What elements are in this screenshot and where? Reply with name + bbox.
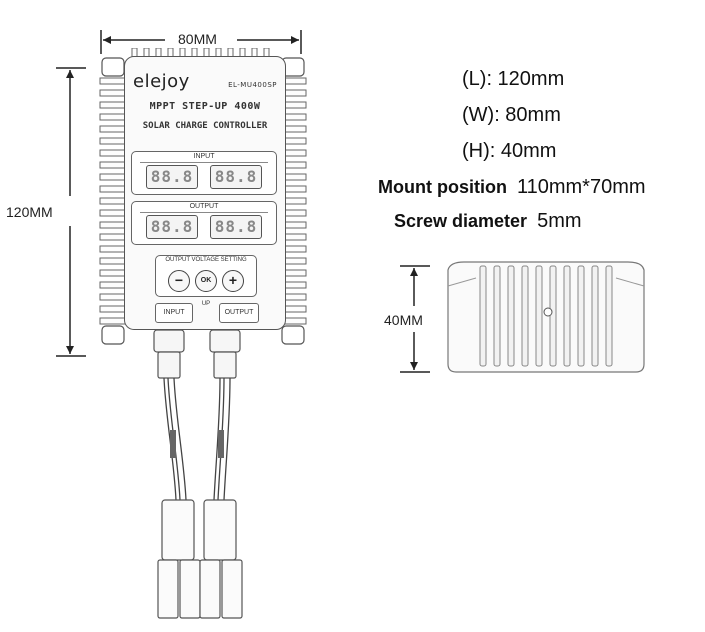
- output-display-label: OUTPUT: [189, 203, 219, 210]
- output-port-label: OUTPUT: [219, 303, 259, 323]
- output-voltage-display: 88.8: [146, 215, 198, 239]
- screw-diameter-value: 5mm: [537, 210, 582, 232]
- spec-length: (L): 120mm: [462, 68, 565, 90]
- input-port-label: INPUT: [155, 303, 193, 323]
- heatsink-fins: [99, 48, 307, 345]
- input-display-divider: [140, 162, 268, 163]
- length-dimension-arrow: [56, 67, 86, 357]
- spec-screw-diameter: Screw diameter 5mm: [394, 210, 582, 233]
- minus-button[interactable]: −: [168, 270, 190, 292]
- spec-height: (H): 40mm: [462, 140, 557, 162]
- controller-face-panel: elejoy EL-MU400SP MPPT STEP-UP 400W SOLA…: [124, 56, 286, 330]
- width-dimension-arrow: [100, 30, 302, 54]
- up-label: UP: [201, 301, 211, 307]
- output-voltage-setting-label: OUTPUT VOLTAGE SETTING: [165, 257, 247, 263]
- mount-position-label: Mount position: [378, 177, 507, 197]
- height-dimension-label: 40MM: [384, 312, 423, 328]
- output-current-display: 88.8: [210, 215, 262, 239]
- ok-button[interactable]: OK: [195, 270, 217, 292]
- height-dimension-arrow: [400, 265, 430, 373]
- product-title-line2: SOLAR CHARGE CONTROLLER: [142, 121, 268, 131]
- input-display-box: INPUT 88.8 88.8: [131, 151, 277, 195]
- cables-and-connectors: [153, 329, 243, 619]
- spec-mount-position: Mount position 110mm*70mm: [378, 176, 646, 199]
- mount-position-value: 110mm*70mm: [516, 176, 646, 198]
- plus-button[interactable]: +: [222, 270, 244, 292]
- output-display-box: OUTPUT 88.8 88.8: [131, 201, 277, 245]
- product-title-line1: MPPT STEP-UP 400W: [149, 101, 261, 112]
- output-display-divider: [140, 212, 268, 213]
- brand-logo: elejoy: [133, 71, 190, 92]
- input-voltage-display: 88.8: [146, 165, 198, 189]
- input-current-display: 88.8: [210, 165, 262, 189]
- side-view-heatsink: [447, 261, 645, 373]
- length-dimension-label: 120MM: [6, 204, 53, 220]
- model-number: EL-MU400SP: [228, 81, 277, 89]
- spec-width: (W): 80mm: [462, 104, 561, 126]
- output-voltage-setting-box: OUTPUT VOLTAGE SETTING − OK +: [155, 255, 257, 297]
- input-display-label: INPUT: [193, 153, 215, 160]
- width-dimension-label: 80MM: [178, 31, 217, 47]
- screw-diameter-label: Screw diameter: [394, 211, 528, 231]
- device-illustration: 80MM 120MM: [0, 0, 320, 632]
